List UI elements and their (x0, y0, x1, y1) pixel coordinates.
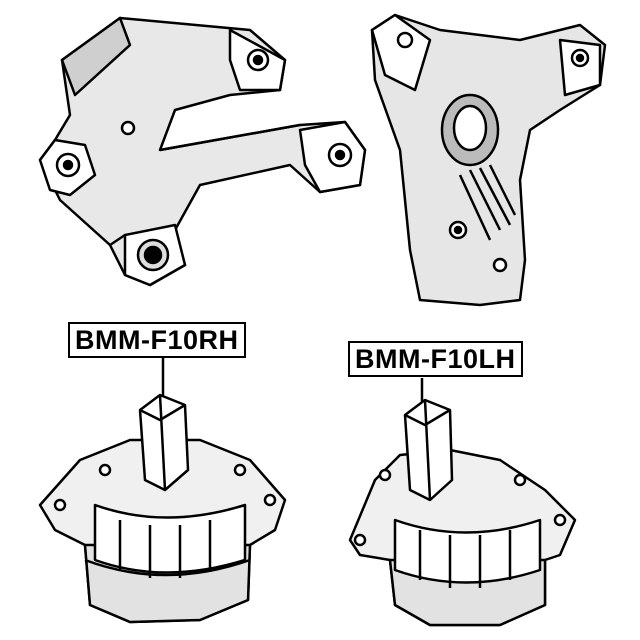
lh-bracket-drawing (370, 13, 607, 307)
part-number-label-lh: BMM-F10LH (348, 341, 523, 377)
rh-bracket-drawing (38, 16, 367, 287)
lh-mount-drawing (348, 378, 577, 627)
rh-mount-drawing (38, 358, 287, 624)
part-number-label-rh: BMM-F10RH (68, 322, 246, 358)
